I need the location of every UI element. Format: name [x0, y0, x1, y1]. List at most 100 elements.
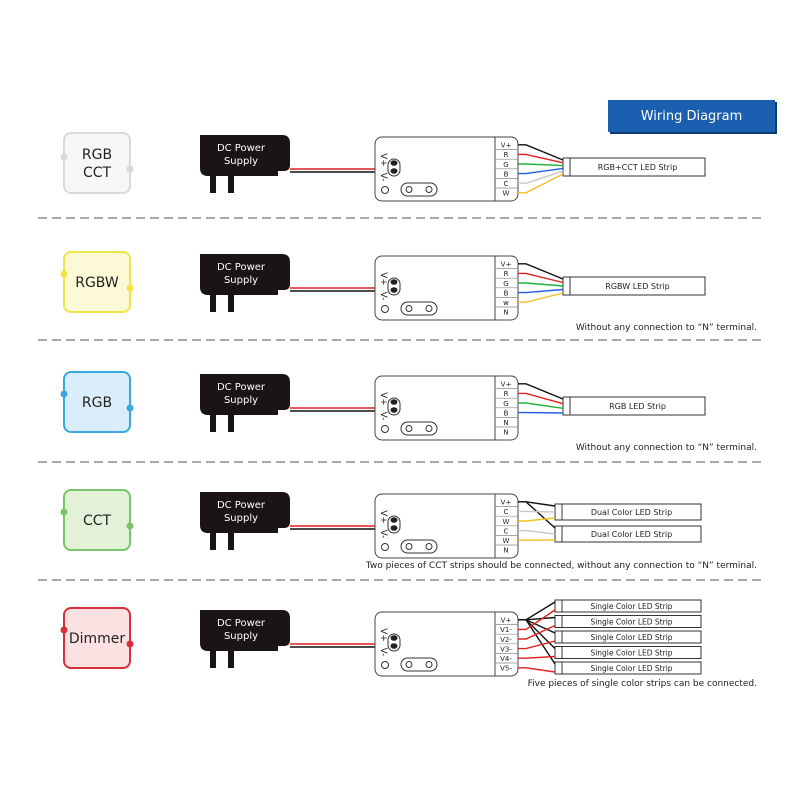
wire	[518, 655, 556, 659]
mount-slot-icon	[400, 657, 438, 672]
led-strip-label: Dual Color LED Strip	[591, 508, 672, 517]
wire	[518, 153, 564, 164]
led-strip-connector	[562, 276, 571, 296]
led-strip: Single Color LED Strip	[554, 599, 702, 613]
led-strip-label: Single Color LED Strip	[590, 618, 672, 627]
wire	[518, 170, 564, 184]
led-strip-label: RGBW LED Strip	[605, 282, 669, 291]
wire	[518, 392, 564, 405]
mount-slot-icon	[400, 301, 438, 316]
led-strip: Dual Color LED Strip	[554, 525, 702, 543]
mount-hole-icon	[405, 661, 413, 668]
terminal-label: G	[503, 400, 508, 408]
wire	[518, 402, 564, 410]
power-supply-label: Supply	[224, 156, 258, 167]
led-strip-connector	[554, 525, 563, 543]
power-supply-body	[200, 492, 290, 533]
led-strip: RGBW LED Strip	[562, 276, 706, 296]
led-strip-label: Single Color LED Strip	[590, 602, 672, 611]
input-vminus-label: V-	[378, 173, 388, 182]
power-supply-body	[200, 610, 290, 651]
plug-prong-icon	[210, 651, 216, 668]
power-supply-body	[200, 135, 290, 176]
input-vminus-label: V-	[378, 292, 388, 301]
wire	[518, 383, 564, 400]
mount-hole-icon	[381, 305, 389, 313]
mount-hole-icon	[381, 425, 389, 433]
mode-label: Dimmer	[69, 631, 126, 647]
mount-hole-icon	[381, 543, 389, 551]
led-strip-connector	[554, 503, 563, 521]
mode-badge: CCT	[60, 489, 134, 551]
controller: V+V-V+V1-V2-V3-V4-V5-	[374, 611, 519, 677]
row-note: Without any connection to “N” terminal.	[576, 443, 757, 453]
mode-badge: Dimmer	[60, 607, 134, 669]
connector-dot-icon	[60, 626, 68, 634]
power-supply-label: Supply	[224, 631, 258, 642]
mount-hole-icon	[425, 543, 433, 550]
led-strip: Single Color LED Strip	[554, 661, 702, 675]
wiring-diagram-title: Wiring Diagram	[608, 100, 775, 132]
screw-icon	[390, 517, 398, 523]
led-strip-connector	[554, 646, 563, 659]
wire	[518, 263, 564, 280]
wire	[518, 529, 556, 535]
wire	[518, 517, 556, 522]
led-strip-label: Single Color LED Strip	[590, 633, 672, 642]
plug-prong-icon	[228, 415, 234, 432]
terminal-label: V+	[501, 381, 512, 389]
terminal-label: R	[504, 390, 509, 398]
terminal-label: B	[504, 409, 509, 417]
led-strip-connector	[554, 599, 563, 613]
terminal-label: V+	[501, 499, 512, 507]
screw-icon	[390, 279, 398, 285]
wire	[518, 667, 556, 673]
wire	[518, 601, 556, 621]
mode-label: CCT	[83, 165, 112, 181]
plug-prong-icon	[210, 533, 216, 550]
led-strip-connector	[554, 661, 563, 675]
wire	[518, 292, 564, 303]
screw-icon	[390, 399, 398, 405]
led-strip: RGB LED Strip	[562, 396, 706, 416]
terminal-label: V3-	[500, 645, 512, 653]
power-supply-body	[200, 254, 290, 295]
connector-dot-icon	[126, 522, 134, 530]
plug-prong-icon	[210, 295, 216, 312]
row-note: Five pieces of single color strips can b…	[528, 679, 757, 689]
screw-icon	[390, 287, 398, 293]
row-note: Two pieces of CCT strips should be conne…	[365, 561, 757, 571]
plug-prong-icon	[228, 295, 234, 312]
led-strip-connector	[554, 615, 563, 628]
input-vplus-label: V+	[378, 510, 388, 524]
input-vminus-label: V-	[378, 530, 388, 539]
terminal-label: R	[504, 270, 509, 278]
mode-badge-box	[63, 132, 131, 194]
plug-prong-icon	[210, 176, 216, 193]
mount-hole-icon	[381, 186, 389, 194]
mount-hole-icon	[405, 186, 413, 193]
mode-badge: RGBW	[60, 251, 134, 313]
terminal-label: N	[503, 309, 508, 317]
mount-hole-icon	[425, 661, 433, 668]
input-vminus-label: V-	[378, 648, 388, 657]
wire	[518, 272, 564, 284]
input-vminus-label: V-	[378, 412, 388, 421]
led-strip: RGB+CCT LED Strip	[562, 157, 706, 177]
led-strip: Single Color LED Strip	[554, 615, 702, 628]
terminal-label: G	[503, 161, 508, 169]
terminal-label: B	[504, 170, 509, 178]
screw-icon	[390, 168, 398, 174]
connector-dot-icon	[60, 508, 68, 516]
power-supply-label: DC Power	[217, 500, 266, 511]
